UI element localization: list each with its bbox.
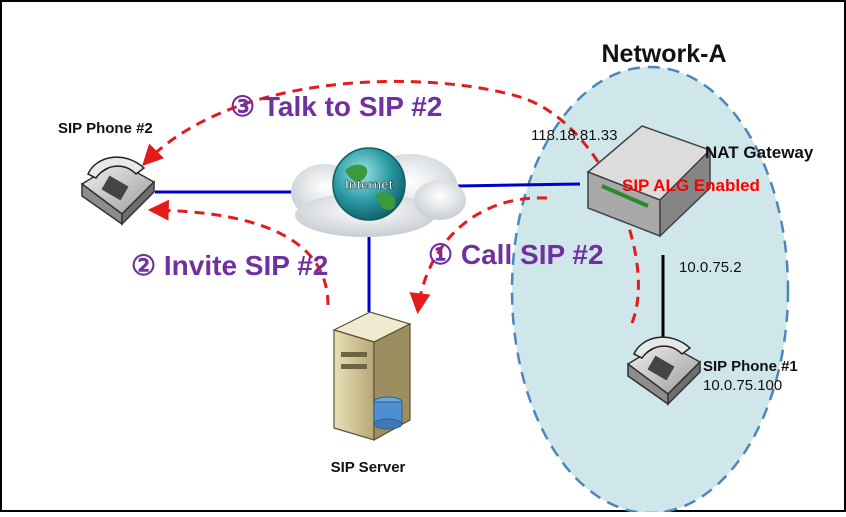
network-a-title: Network-A	[601, 40, 726, 68]
sip-phone-2-label: SIP Phone #2	[58, 120, 153, 137]
flow-invite-arrow	[147, 199, 330, 306]
flow-talk-arrow	[142, 79, 640, 324]
nat-gateway-label: NAT Gateway	[705, 143, 814, 162]
step-call-label: ① Call SIP #2	[428, 239, 604, 270]
sip-phone-1-ip: 10.0.75.100	[703, 377, 782, 394]
step-talk-label: ③ Talk to SIP #2	[230, 91, 442, 122]
flow-call-arrow	[409, 196, 548, 315]
sip-phone-1-icon	[626, 336, 702, 406]
internet-label: Internet	[345, 177, 393, 192]
sip-alg-status: SIP ALG Enabled	[622, 176, 760, 195]
sip-phone-2-icon	[80, 156, 156, 226]
step-invite-label: ② Invite SIP #2	[131, 250, 328, 281]
link-internet-gateway	[457, 182, 581, 188]
sip-phone-1-label: SIP Phone #1	[703, 358, 798, 375]
nat-gateway-lan-ip: 10.0.75.2	[679, 259, 742, 276]
sip-server-icon	[332, 311, 412, 442]
nat-gateway-wan-ip: 118.18.81.33	[531, 127, 617, 144]
nat-gateway-icon	[586, 125, 712, 238]
sip-server-label: SIP Server	[331, 459, 406, 476]
globe-icon	[332, 147, 406, 221]
